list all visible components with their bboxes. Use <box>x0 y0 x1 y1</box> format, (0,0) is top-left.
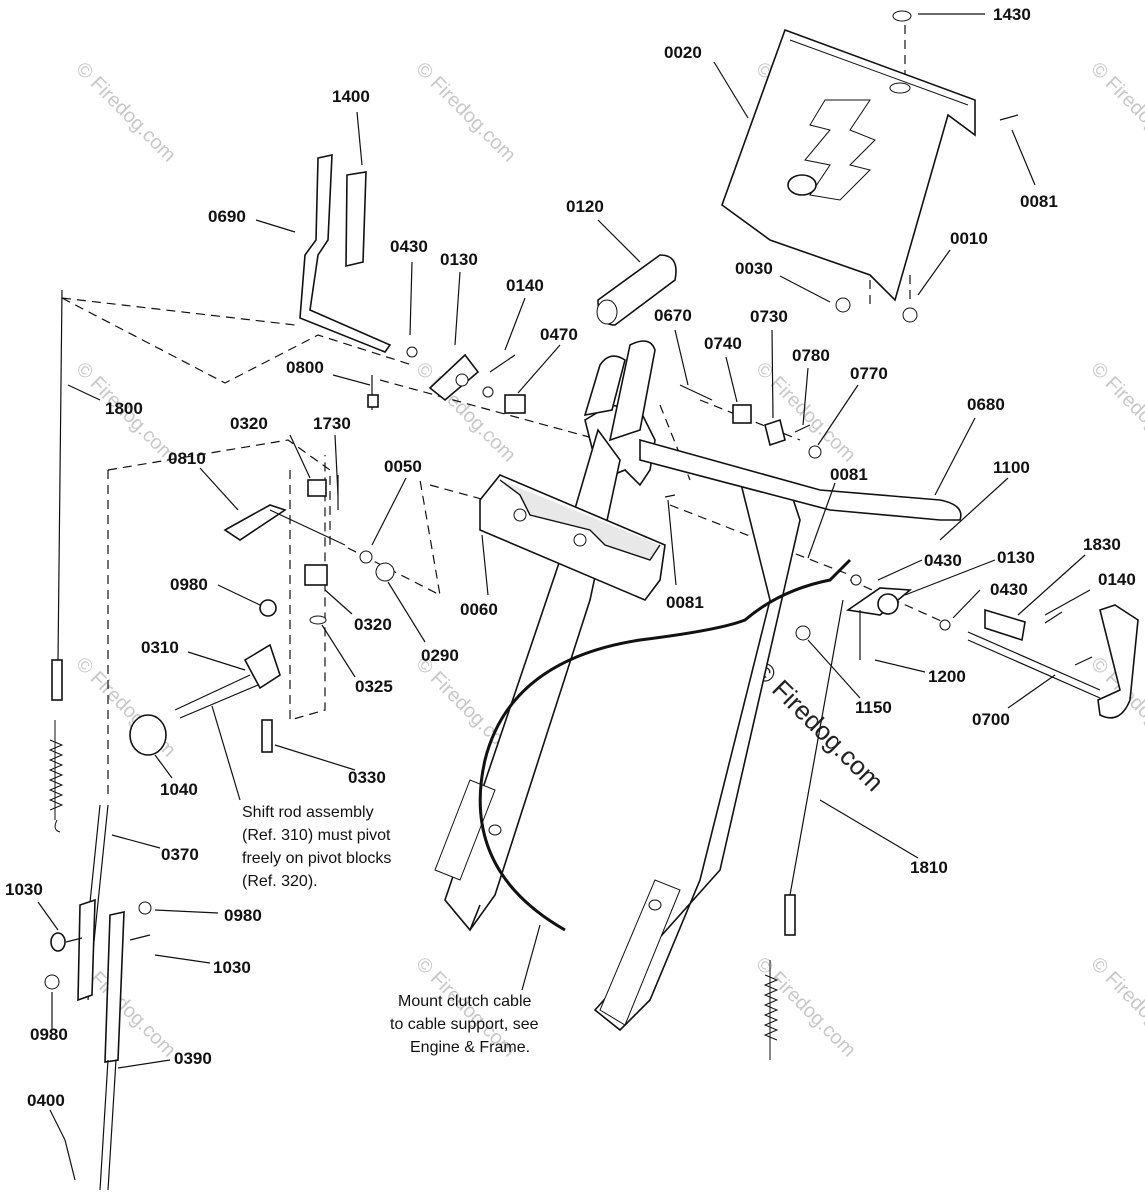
watermark-large: © Firedog.com <box>748 655 890 797</box>
right-parts <box>795 574 1139 719</box>
part-label: 0081 <box>830 465 868 484</box>
part-label: 1200 <box>928 667 966 686</box>
part-label: 0980 <box>224 906 262 925</box>
clutch-cable <box>478 558 852 932</box>
part-label: 1800 <box>105 399 143 418</box>
cross-plate <box>479 474 666 601</box>
part-label: 0081 <box>1020 192 1058 211</box>
part-label: 1150 <box>855 698 892 717</box>
part-label: 0060 <box>460 600 498 619</box>
part-label: 0680 <box>967 395 1005 414</box>
part-label: 1040 <box>160 780 198 799</box>
part-label: 0081 <box>666 593 704 612</box>
part-label: 0140 <box>1098 570 1136 589</box>
part-label: 0010 <box>950 229 988 248</box>
part-label: 0330 <box>348 768 386 787</box>
part-label: 0320 <box>354 615 392 634</box>
part-label: 0980 <box>30 1025 68 1044</box>
watermark: © Firedog.com <box>411 58 520 167</box>
note-line: to cable support, see <box>390 1016 539 1033</box>
part-label: 0130 <box>440 250 478 269</box>
part-label: 1730 <box>313 414 351 433</box>
lower-rods <box>44 804 152 1191</box>
part-label: 0400 <box>27 1091 65 1110</box>
part-label: 0770 <box>850 364 888 383</box>
note-line: (Ref. 310) must pivot <box>242 827 391 844</box>
watermark: © Firedog.com <box>1086 358 1145 467</box>
watermark: © Firedog.com <box>751 953 860 1062</box>
handle-grip-0120 <box>596 254 677 326</box>
part-label: 0325 <box>355 677 393 696</box>
part-label: 1030 <box>5 880 43 899</box>
note-line: (Ref. 320). <box>242 873 318 890</box>
part-label: 0370 <box>161 845 199 864</box>
part-label: 0980 <box>170 575 208 594</box>
part-labels: 1430 0020 0081 1400 0690 0120 0010 0030 … <box>5 5 1136 1110</box>
part-label: 0390 <box>174 1049 212 1068</box>
part-label: 0310 <box>141 638 179 657</box>
part-label: 1030 <box>213 958 251 977</box>
part-label: 0050 <box>384 457 422 476</box>
part-label: 0740 <box>704 334 742 353</box>
shift-parts <box>129 475 395 756</box>
leader-lines <box>37 13 1091 1141</box>
part-label: 0670 <box>654 306 692 325</box>
part-label: 0030 <box>735 259 773 278</box>
part-label: 0690 <box>208 207 246 226</box>
part-label: 0730 <box>750 307 788 326</box>
right-cable <box>763 599 844 1060</box>
part-label: 0470 <box>540 325 578 344</box>
watermark: © Firedog.com <box>71 58 180 167</box>
part-label: 0140 <box>506 276 544 295</box>
part-label: 1400 <box>332 87 370 106</box>
part-label: 1830 <box>1083 535 1121 554</box>
shift-rod-note: Shift rod assembly (Ref. 310) must pivot… <box>242 804 391 890</box>
part-label: 0290 <box>421 646 459 665</box>
watermark: © Firedog.com <box>1086 58 1145 167</box>
note-line: Shift rod assembly <box>242 804 374 821</box>
control-panel <box>721 10 976 302</box>
part-label: 1430 <box>993 5 1031 24</box>
part-label: 0130 <box>997 548 1035 567</box>
part-label: 1100 <box>993 458 1030 477</box>
clutch-cable-note: Mount clutch cable to cable support, see… <box>390 993 539 1056</box>
part-label: 0800 <box>286 358 324 377</box>
watermark: © Firedog.com <box>1086 953 1145 1062</box>
note-line: Mount clutch cable <box>398 993 532 1010</box>
part-label: 0810 <box>168 449 206 468</box>
part-label: 1810 <box>910 858 948 877</box>
part-label: 0700 <box>972 710 1010 729</box>
part-label: 0430 <box>390 237 428 256</box>
part-label: 0320 <box>230 414 268 433</box>
part-label: 0780 <box>792 346 830 365</box>
part-label: 0430 <box>990 580 1028 599</box>
left-cable <box>48 289 64 833</box>
bolts <box>367 114 1019 498</box>
part-label: 0120 <box>566 197 604 216</box>
part-label: 0430 <box>924 551 962 570</box>
shift-lever <box>299 154 418 358</box>
note-line: freely on pivot blocks <box>242 850 391 867</box>
note-line: Engine & Frame. <box>410 1039 530 1056</box>
watermark: © Firedog.com <box>751 358 860 467</box>
part-label: 0020 <box>664 43 702 62</box>
